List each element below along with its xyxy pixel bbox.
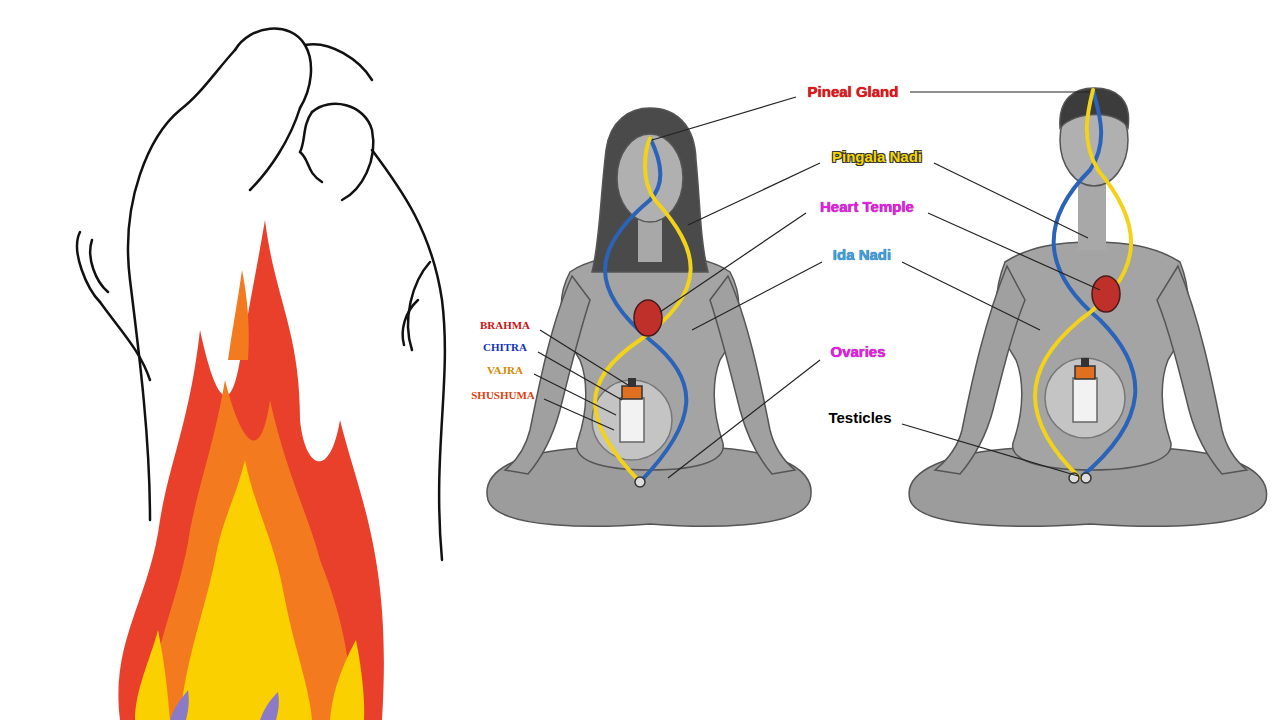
glands [635,473,1091,487]
callout-label: Testicles [828,409,891,427]
nadi-channels [595,90,1135,482]
callout-label: Pineal Gland [808,83,899,101]
callout-label: VAJRA [487,364,523,377]
callout-label: Ida Nadi [833,246,891,264]
couple-outline [77,29,445,560]
callout-label: Heart Temple [820,198,914,216]
woman-figure [487,108,811,526]
callout-label: Pingala Nadi [832,148,922,166]
leader-lines [534,92,1100,478]
flames [118,220,383,720]
callout-label: CHITRA [483,341,527,354]
callout-label: SHUSHUMA [471,389,535,402]
callout-label: BRAHMA [480,319,530,332]
man-figure [909,88,1266,526]
heart-organ [634,276,1120,336]
callout-label: Ovaries [830,343,885,361]
